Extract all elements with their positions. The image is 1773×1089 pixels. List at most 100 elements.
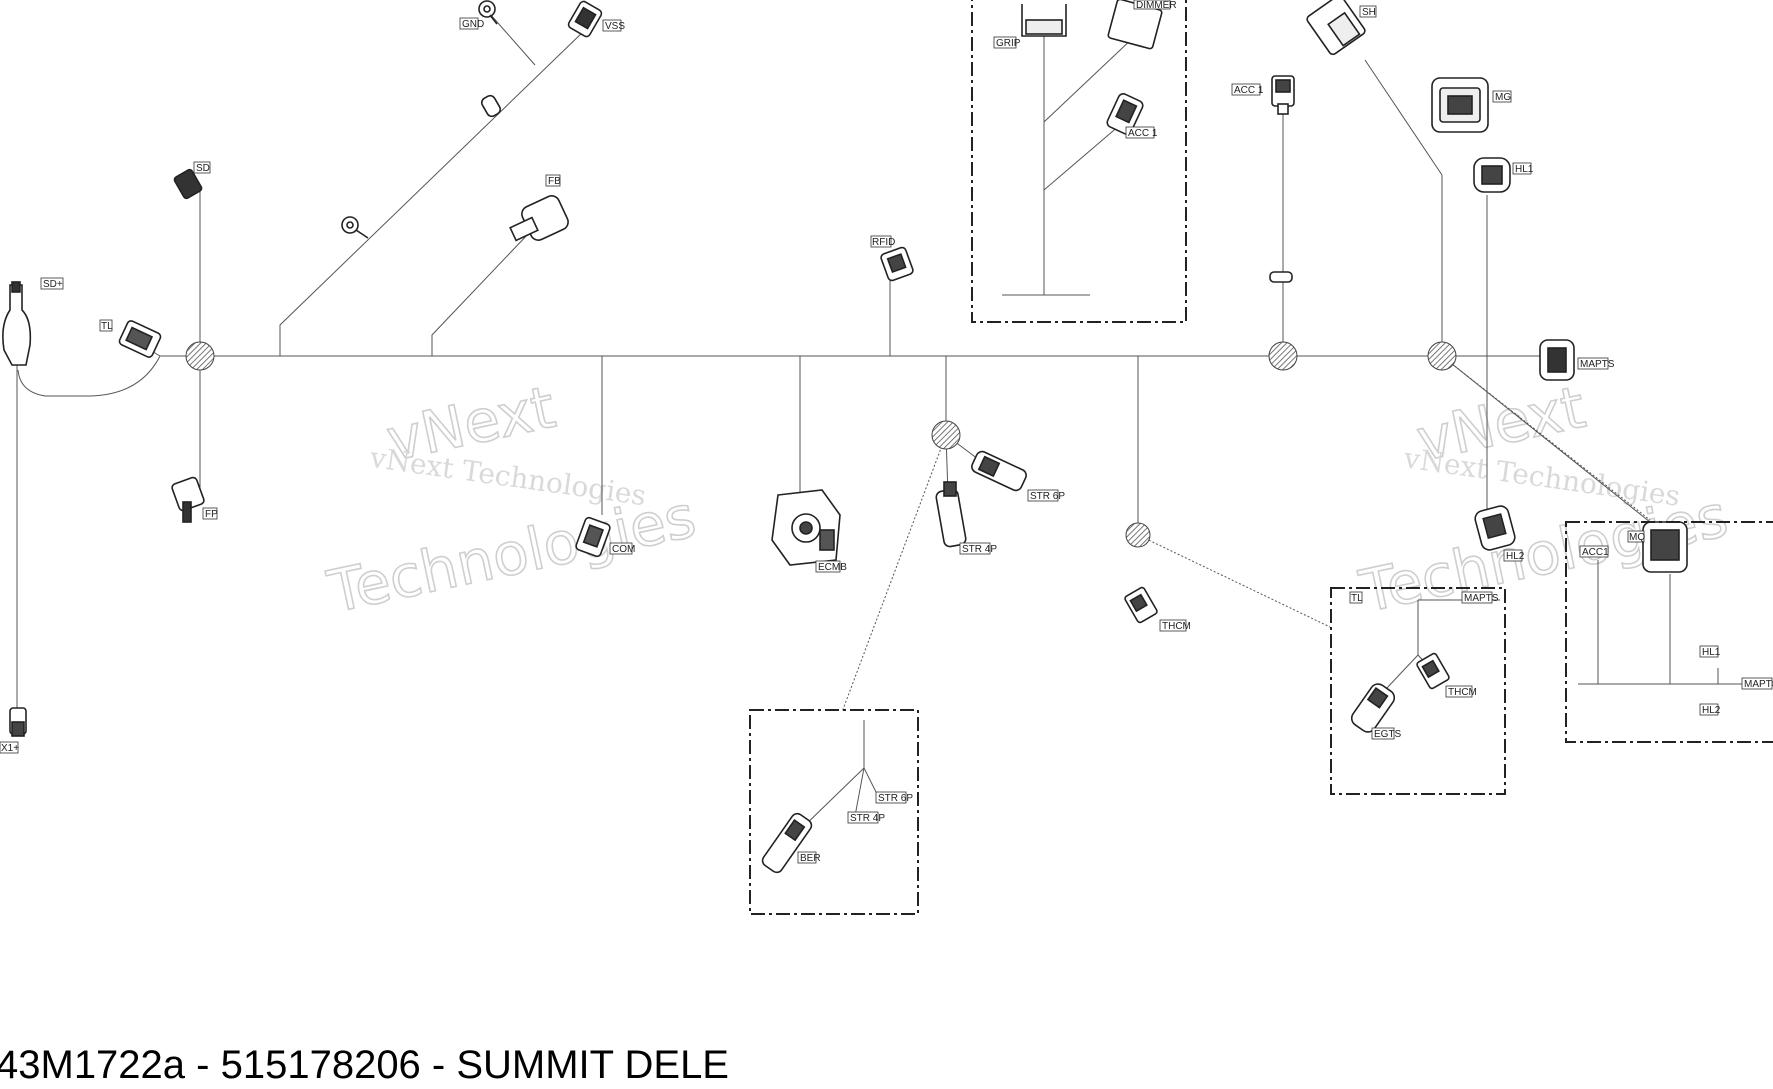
watermark-technologies-large: Technologies (322, 482, 702, 626)
label-box-thcm: THCM (1445, 685, 1477, 698)
inline-splice-acc1 (1269, 271, 1293, 283)
label-fp: FP (202, 507, 218, 520)
label-acc1-box: ACC 1 (1125, 126, 1158, 139)
splice-4 (1268, 341, 1298, 371)
label-right-hl2: HL2 (1699, 703, 1721, 716)
str4p-connector (935, 481, 967, 548)
thcm-box-connector (1416, 652, 1450, 690)
sd-plus-connector (2, 281, 32, 366)
wire-gnd (489, 13, 536, 66)
egts-connector (1350, 683, 1396, 733)
label-sd-plus: SD+ (40, 277, 64, 290)
label-gnd: GND (459, 17, 484, 30)
label-mq: MQ (1627, 530, 1645, 543)
label-dimmer: DIMMER (1133, 0, 1177, 11)
label-mapts: MAPTS (1577, 357, 1615, 370)
label-str6p-text: STR 6P (1030, 491, 1065, 502)
label-x1-text: X1+ (1, 743, 19, 754)
fp-connector (171, 476, 205, 523)
splice-5 (1427, 341, 1457, 371)
label-vss-text: VSS (605, 21, 625, 32)
label-dimmer-text: DIMMER (1136, 0, 1177, 11)
splice-junctions (185, 341, 1457, 548)
label-mapts-text: MAPTS (1580, 359, 1615, 370)
label-right-acc1-text: ACC1 (1582, 547, 1609, 558)
label-fb: FB (545, 174, 561, 187)
wire-sh (1364, 59, 1443, 176)
label-tl: TL (99, 319, 113, 332)
wire-sd-plus (17, 355, 161, 397)
label-ber-str4p: STR 4P (847, 811, 885, 824)
harness-wires (16, 13, 1661, 713)
tl-connector (118, 320, 162, 358)
ring-terminal-2 (341, 216, 369, 239)
label-str4p-text: STR 4P (962, 544, 997, 555)
thcm-connector (1124, 586, 1158, 624)
label-str6p: STR 6P (1027, 489, 1065, 502)
mq-connector (1642, 521, 1688, 573)
hl2-connector (1474, 505, 1516, 551)
grip-connector (1021, 4, 1067, 37)
label-rfid: RFID (870, 235, 895, 248)
splice-3 (1125, 522, 1151, 548)
label-grip-text: GRIP (996, 38, 1021, 49)
acc1-connector (1271, 75, 1295, 115)
detail-box-grip (971, 0, 1187, 323)
label-fb-text: FB (548, 176, 561, 187)
diagram-caption: 43M1722a - 515178206 - SUMMIT DELE (0, 1043, 729, 1087)
label-ber-text: BER (800, 853, 821, 864)
label-ecmb: ECMB (815, 560, 847, 573)
label-hl1: HL1 (1512, 162, 1534, 175)
com-connector (575, 516, 611, 558)
sh-connector (1306, 0, 1366, 56)
label-fp-text: FP (205, 509, 218, 520)
hl1-connector (1473, 157, 1511, 193)
label-box-thcm-text: THCM (1448, 687, 1477, 698)
label-hl1-text: HL1 (1515, 164, 1534, 175)
label-box-mapts: MAPTS (1461, 591, 1499, 604)
label-thcm: THCM (1159, 619, 1191, 632)
label-mq-text: MQ (1629, 532, 1645, 543)
label-sh-text: SH (1362, 7, 1376, 18)
label-ber-str6p: STR 6P (875, 791, 913, 804)
label-box-mapts-text: MAPTS (1464, 593, 1499, 604)
label-acc1: ACC 1 (1231, 83, 1264, 96)
label-tl-text: TL (101, 321, 113, 332)
detail-box-right (1565, 521, 1773, 743)
label-right-hl2-text: HL2 (1702, 705, 1721, 716)
vss-connector (567, 0, 603, 38)
mg-connector (1431, 77, 1489, 133)
label-sd-text: SD (196, 163, 210, 174)
label-grip: GRIP (993, 36, 1021, 49)
label-rfid-text: RFID (872, 237, 895, 248)
label-box-egts: EGTS (1371, 727, 1402, 740)
label-right-mapts: MAPTS (1741, 677, 1773, 690)
gnd-ring-terminal (478, 0, 498, 25)
label-hl2: HL2 (1503, 549, 1525, 562)
label-right-hl1-text: HL1 (1702, 647, 1721, 658)
label-com-text: COM (612, 544, 635, 555)
label-right-hl1: HL1 (1699, 645, 1721, 658)
connector-labels: GND VSS SD SD+ TL FB FP COM ECMB RFID ST… (0, 0, 1773, 864)
sd-connector (173, 168, 203, 200)
label-ber-str6p-text: STR 6P (878, 793, 913, 804)
label-sd-plus-text: SD+ (43, 279, 63, 290)
x1-connector (9, 707, 27, 737)
label-x1: X1+ (0, 741, 19, 754)
label-thcm-text: THCM (1162, 621, 1191, 632)
wire-ber-lead (841, 434, 947, 713)
label-box-tl: TL (1349, 591, 1363, 604)
wire-thcm-lead (1137, 534, 1331, 628)
fb-connector (509, 195, 569, 242)
label-box-egts-text: EGTS (1374, 729, 1402, 740)
label-gnd-text: GND (462, 19, 484, 30)
splice-1 (185, 341, 215, 371)
label-right-acc1: ACC1 (1579, 545, 1609, 558)
label-str4p: STR 4P (959, 542, 997, 555)
label-ber-str4p-text: STR 4P (850, 813, 885, 824)
inline-fuse-connector (480, 94, 502, 118)
wire-fb (431, 231, 531, 356)
label-vss: VSS (602, 19, 625, 32)
acc1-box-connector (1106, 93, 1144, 135)
label-box-tl-text: TL (1351, 593, 1363, 604)
